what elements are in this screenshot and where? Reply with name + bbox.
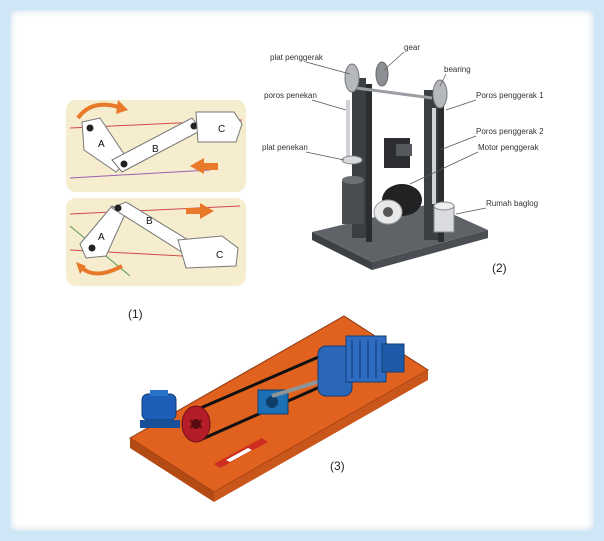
leader-line xyxy=(305,61,351,75)
baglog-housing-top xyxy=(342,176,364,184)
bearing-hole xyxy=(266,396,278,408)
leader-line xyxy=(439,135,477,151)
housing-ribs xyxy=(351,340,377,378)
panel-3-caption: (3) xyxy=(330,459,345,473)
label-poros-penggerak-1: Poros penggerak 1 xyxy=(476,91,544,100)
drive-shaft xyxy=(355,86,433,100)
rotation-arrow-head xyxy=(76,262,86,274)
drive-belt xyxy=(195,350,331,412)
label-poros-penggerak-2: Poros penggerak 2 xyxy=(476,127,544,136)
motor-mount xyxy=(140,420,180,428)
panel-1-mechanism: A B C A B xyxy=(66,100,246,321)
guide-line xyxy=(69,205,241,215)
poros-penggerak xyxy=(432,108,436,204)
link-b-label: B xyxy=(152,144,159,155)
leader-line xyxy=(305,151,345,161)
motor-fins xyxy=(150,390,168,396)
label-motor-penggerak: Motor penggerak xyxy=(478,143,539,152)
panel-2-machine: plat penggerak gear bearing poros peneka… xyxy=(262,43,544,275)
leader-line xyxy=(455,207,487,215)
plat-penggerak-disc xyxy=(344,63,360,93)
gearbox-cover xyxy=(396,144,412,156)
guide-line xyxy=(69,169,211,179)
baglog-housing-top xyxy=(433,201,455,211)
leader-line xyxy=(439,73,447,87)
bearing-disc xyxy=(432,79,448,109)
link-a-label: A xyxy=(98,139,105,150)
electric-motor xyxy=(141,393,177,421)
leader-line xyxy=(445,99,477,111)
pivot-joint xyxy=(114,204,122,212)
direction-arrow-right xyxy=(186,203,214,219)
pivot-joint xyxy=(190,122,198,130)
pivot-joint xyxy=(88,244,96,252)
label-bearing: bearing xyxy=(444,65,471,74)
rotation-arrow xyxy=(80,264,123,276)
panel-3-machine: (3) xyxy=(129,315,429,502)
block-c-label: C xyxy=(216,250,223,261)
leader-line xyxy=(409,151,479,185)
pivot-joint xyxy=(120,160,128,168)
motor-hub xyxy=(383,207,393,217)
machine-base-side xyxy=(312,232,372,270)
block-c xyxy=(177,235,239,269)
pivot-joint xyxy=(86,124,94,132)
press-end-cap xyxy=(381,343,405,373)
gear-disc xyxy=(375,61,389,87)
wooden-base-side xyxy=(130,438,214,502)
block-c-label: C xyxy=(218,124,225,135)
label-plat-penggerak: plat penggerak xyxy=(270,53,324,62)
label-gear: gear xyxy=(404,43,420,52)
machine-base-front xyxy=(372,230,488,270)
rotation-arrow-head xyxy=(116,100,128,114)
label-plate-strip xyxy=(226,448,252,462)
leader-line xyxy=(383,51,405,71)
wooden-base-front xyxy=(214,370,428,502)
poros-penekan xyxy=(346,100,350,158)
label-plat-penekan: plat penekan xyxy=(262,143,308,152)
leader-line xyxy=(311,99,347,111)
plat-penekan xyxy=(341,155,363,165)
left-column-side xyxy=(366,84,372,242)
panel-1-caption: (1) xyxy=(128,307,143,321)
link-b-label: B xyxy=(146,216,153,227)
pulley-spokes xyxy=(189,419,203,429)
panel-2-caption: (2) xyxy=(492,261,507,275)
link-a-label: A xyxy=(98,232,105,243)
label-poros-penekan: poros penekan xyxy=(264,91,317,100)
direction-arrow-left xyxy=(190,158,218,174)
label-rumah-baglog: Rumah baglog xyxy=(486,199,538,208)
block-c xyxy=(195,111,243,143)
right-column-side xyxy=(438,96,444,242)
baglog-housing-left xyxy=(342,180,364,224)
